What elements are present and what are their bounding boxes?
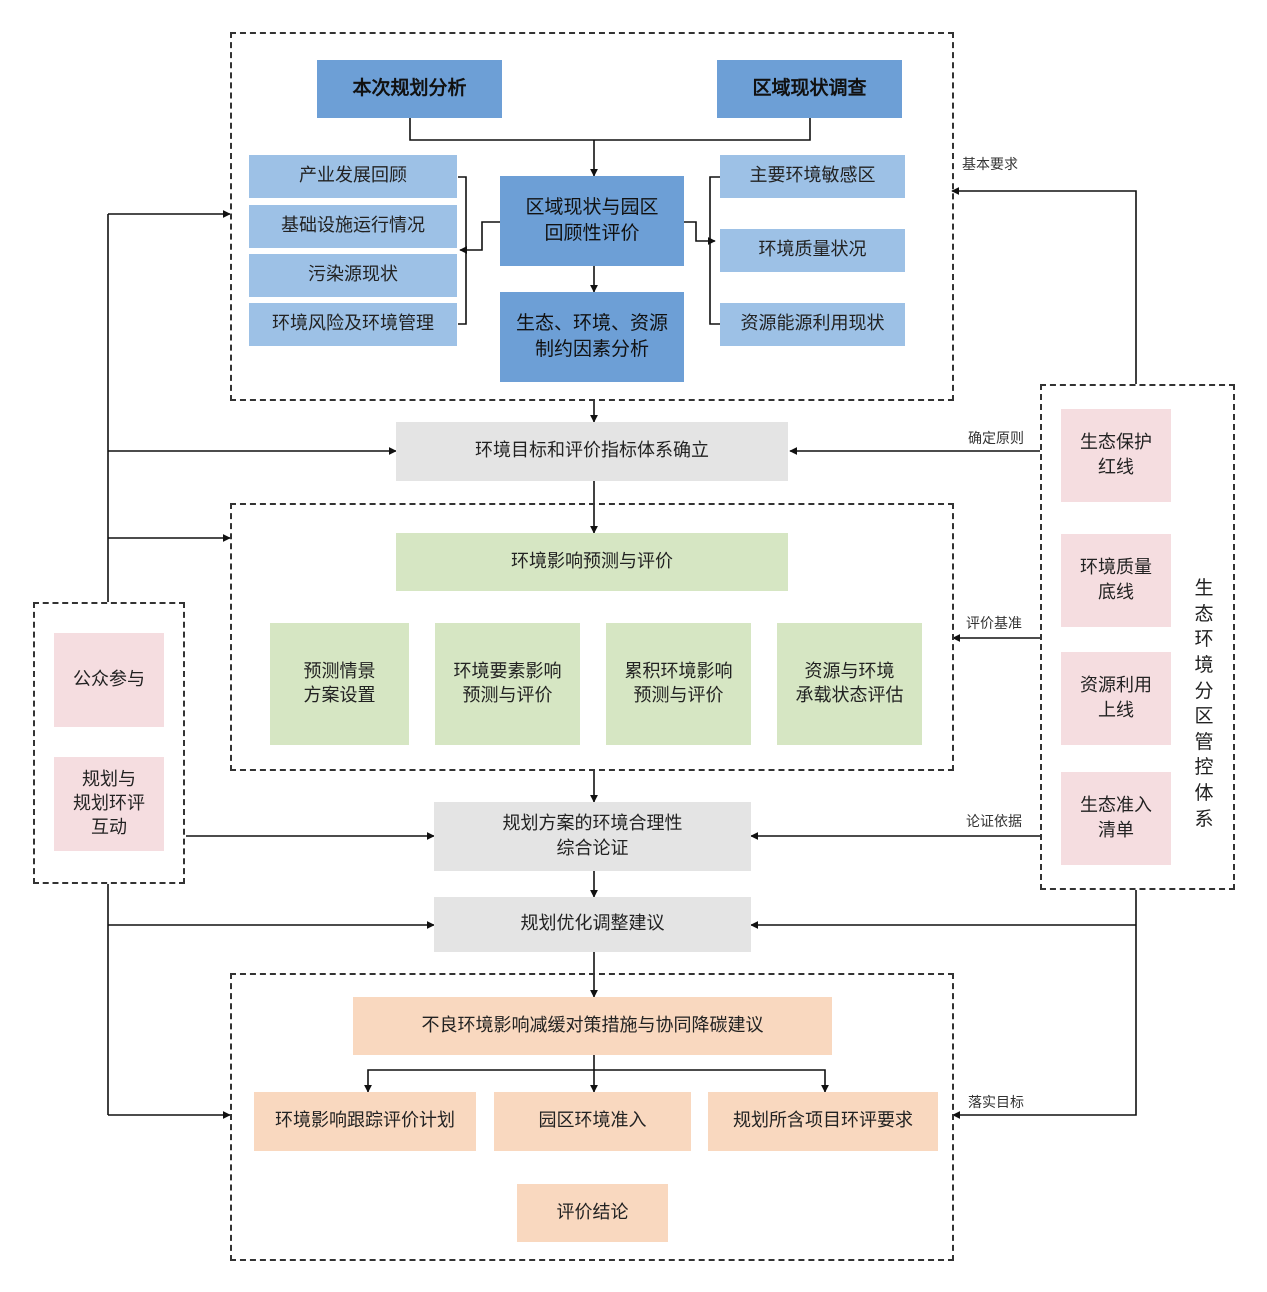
tracking-plan-box: 环境影响跟踪评价计划 [254, 1092, 476, 1151]
arrow-mitigation-split-left [364, 1069, 594, 1093]
label-implementation-target: 落实目标 [968, 1095, 1024, 1111]
prediction-element-box: 环境要素影响 预测与评价 [435, 623, 580, 745]
left-item-pollution: 污染源现状 [249, 254, 457, 297]
project-eia-box: 规划所含项目环评要求 [708, 1092, 938, 1151]
quality-baseline-box: 环境质量 底线 [1061, 534, 1171, 627]
zoning-system-title: 生态环境分区管控体系 [1194, 577, 1214, 830]
ecological-redline-box: 生态保护 红线 [1061, 409, 1171, 502]
right-item-resources: 资源能源利用现状 [720, 303, 905, 346]
zoning-group-frame [1040, 384, 1235, 890]
park-access-box: 园区环境准入 [494, 1092, 691, 1151]
label-evaluation-basis: 评价基准 [966, 616, 1022, 632]
prediction-section-frame [230, 503, 954, 771]
top-section-frame [230, 32, 954, 401]
resource-limit-box: 资源利用 上线 [1061, 652, 1171, 745]
right-item-sensitive: 主要环境敏感区 [720, 155, 905, 198]
public-participation-box: 公众参与 [54, 633, 164, 727]
plan-analysis-box: 本次规划分析 [317, 60, 502, 118]
prediction-title-box: 环境影响预测与评价 [396, 533, 788, 591]
bottom-section-frame [230, 973, 954, 1261]
left-item-industry: 产业发展回顾 [249, 155, 457, 198]
rationality-box: 规划方案的环境合理性 综合论证 [434, 802, 751, 871]
public-group-frame [33, 602, 185, 884]
regional-survey-box: 区域现状调查 [717, 60, 902, 118]
conclusion-box: 评价结论 [517, 1184, 668, 1242]
optimization-box: 规划优化调整建议 [434, 897, 751, 952]
target-system-box: 环境目标和评价指标体系确立 [396, 422, 788, 481]
label-basic-requirements: 基本要求 [962, 157, 1018, 173]
arrow-review-to-left [459, 221, 500, 254]
plan-eia-interaction-box: 规划与 规划环评 互动 [54, 757, 164, 851]
constraint-analysis-box: 生态、环境、资源 制约因素分析 [500, 292, 684, 382]
arrow-review-to-right [684, 221, 716, 245]
right-bracket [709, 176, 720, 325]
arrow-zoning-optimization [952, 890, 1137, 1119]
regional-review-box: 区域现状与园区 回顾性评价 [500, 176, 684, 266]
label-argument-basis: 论证依据 [966, 814, 1022, 830]
right-item-quality: 环境质量状况 [720, 229, 905, 272]
left-item-risk: 环境风险及环境管理 [249, 303, 457, 346]
arrow-zoning-basic [951, 187, 1137, 384]
label-principles: 确定原则 [968, 431, 1024, 447]
left-item-infrastructure: 基础设施运行情况 [249, 205, 457, 248]
merge-line [409, 118, 811, 141]
prediction-capacity-box: 资源与环境 承载状态评估 [777, 623, 922, 745]
arrow-mitigation-split-right [594, 1069, 829, 1093]
mitigation-box: 不良环境影响减缓对策措施与协同降碳建议 [353, 997, 832, 1055]
prediction-scenario-box: 预测情景 方案设置 [270, 623, 409, 745]
access-list-box: 生态准入 清单 [1061, 772, 1171, 865]
prediction-cumulative-box: 累积环境影响 预测与评价 [606, 623, 751, 745]
